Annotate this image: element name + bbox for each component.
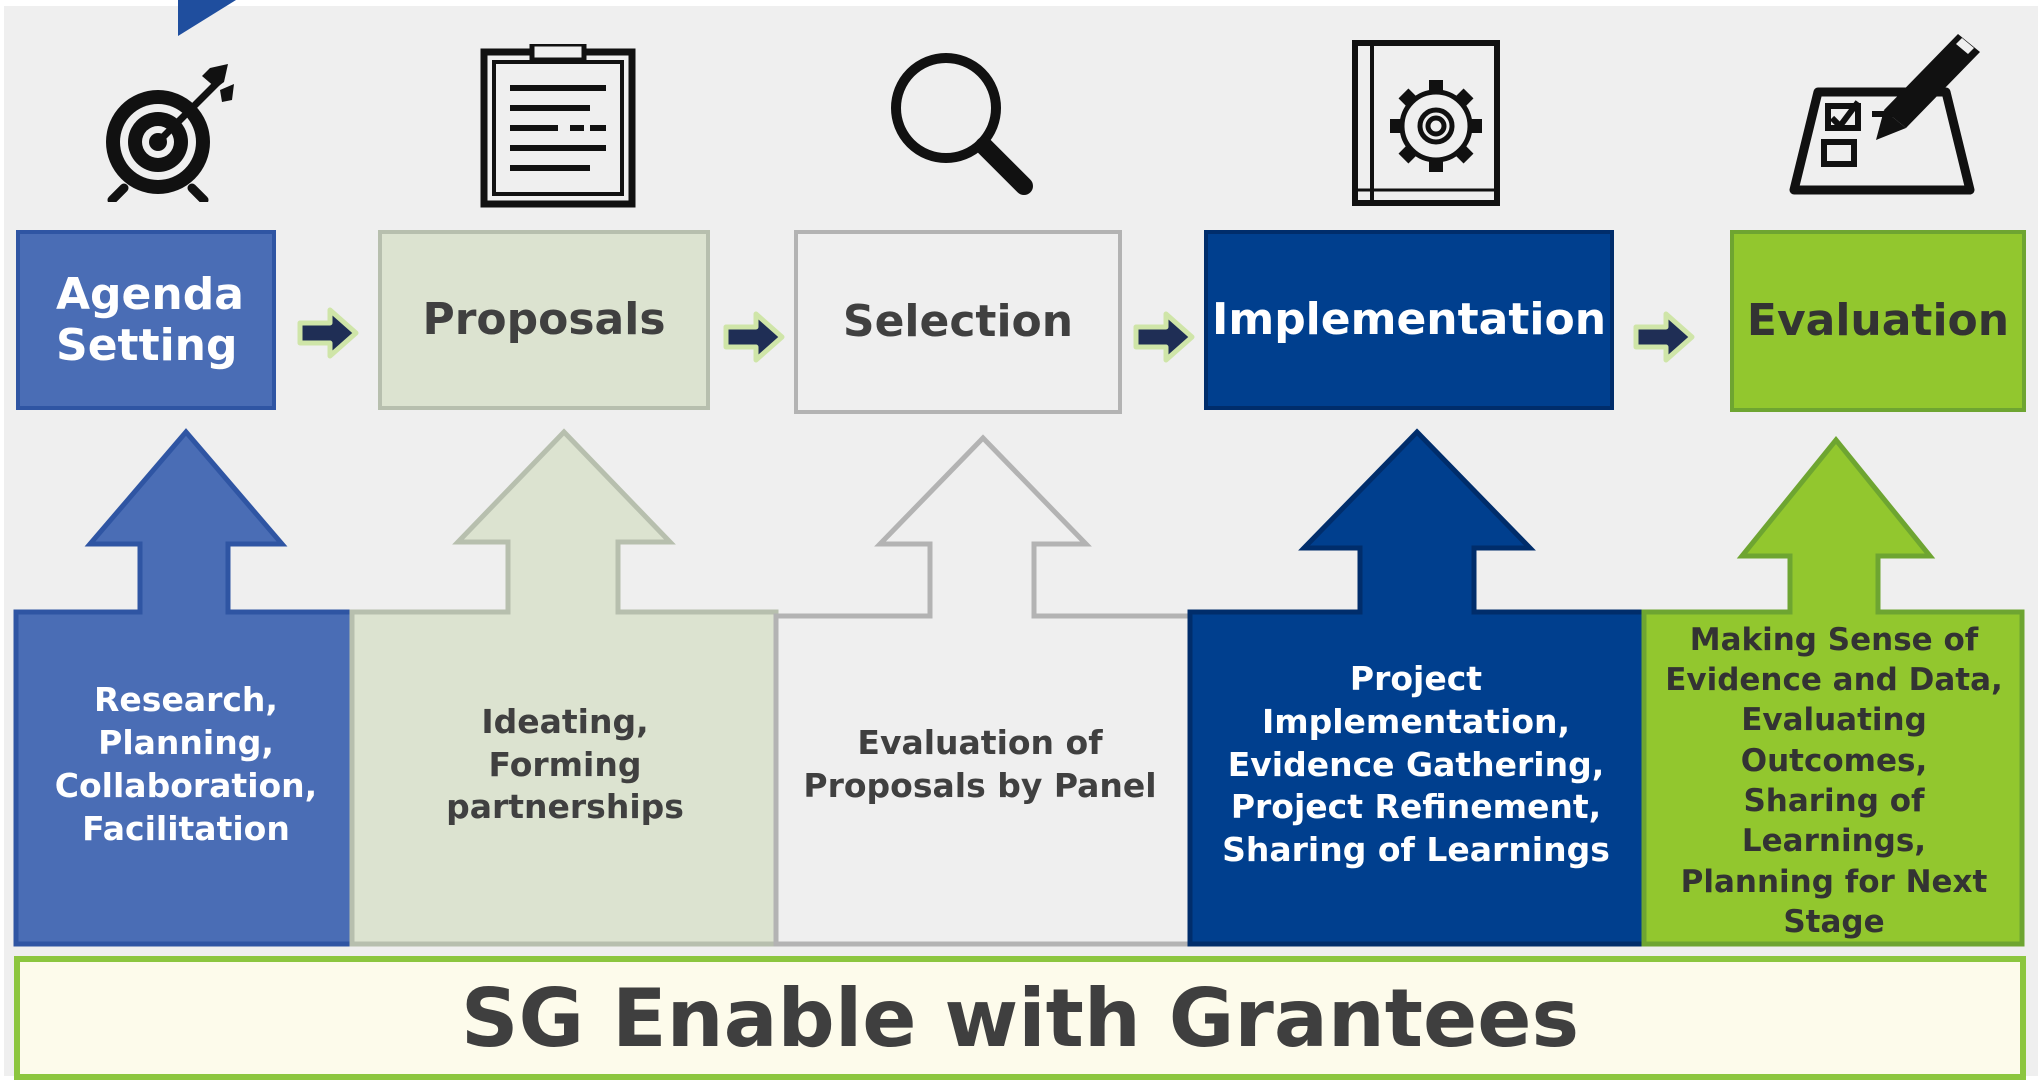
description-text: Evaluation of Proposals by Panel — [803, 723, 1157, 805]
connector-arrow-1 — [297, 307, 359, 359]
description-evaluation: Making Sense of Evidence and Data, Evalu… — [1652, 614, 2016, 948]
stage-label: Agenda Setting — [56, 268, 244, 371]
magnifier-icon — [891, 53, 1033, 195]
stage-label: Selection — [842, 296, 1074, 348]
description-text: Project Implementation, Evidence Gatheri… — [1222, 658, 1610, 870]
connector-arrow-4 — [1633, 311, 1695, 363]
stage-implementation: Implementation — [1204, 230, 1614, 410]
footer-banner: SG Enable with Grantees — [14, 956, 2026, 1080]
stage-selection: Selection — [794, 230, 1122, 414]
description-proposals: Ideating, Forming partnerships — [370, 680, 760, 850]
stage-label: Implementation — [1211, 294, 1607, 346]
gear-book-icon — [1352, 40, 1500, 206]
target-icon — [106, 64, 234, 202]
description-text: Making Sense of Evidence and Data, Evalu… — [1665, 621, 2003, 940]
description-implementation: Project Implementation, Evidence Gatheri… — [1196, 658, 1636, 870]
stage-label: Proposals — [422, 294, 666, 346]
checklist-pencil-icon — [1789, 34, 1980, 195]
description-agenda-setting: Research, Planning, Collaboration, Facil… — [30, 640, 342, 890]
description-text: Research, Planning, Collaboration, Facil… — [54, 680, 318, 848]
clipboard-icon — [480, 44, 636, 208]
stage-agenda-setting: Agenda Setting — [16, 230, 276, 410]
connector-arrow-2 — [723, 311, 785, 363]
footer-label: SG Enable with Grantees — [460, 971, 1580, 1065]
description-text: Ideating, Forming partnerships — [446, 701, 684, 827]
stage-label: Evaluation — [1746, 295, 2010, 347]
description-selection: Evaluation of Proposals by Panel — [790, 680, 1170, 850]
corner-tab-decoration — [178, 0, 236, 36]
stage-evaluation: Evaluation — [1730, 230, 2026, 412]
stage-proposals: Proposals — [378, 230, 710, 410]
up-arrow-5 — [1641, 436, 2025, 947]
connector-arrow-3 — [1133, 311, 1195, 363]
